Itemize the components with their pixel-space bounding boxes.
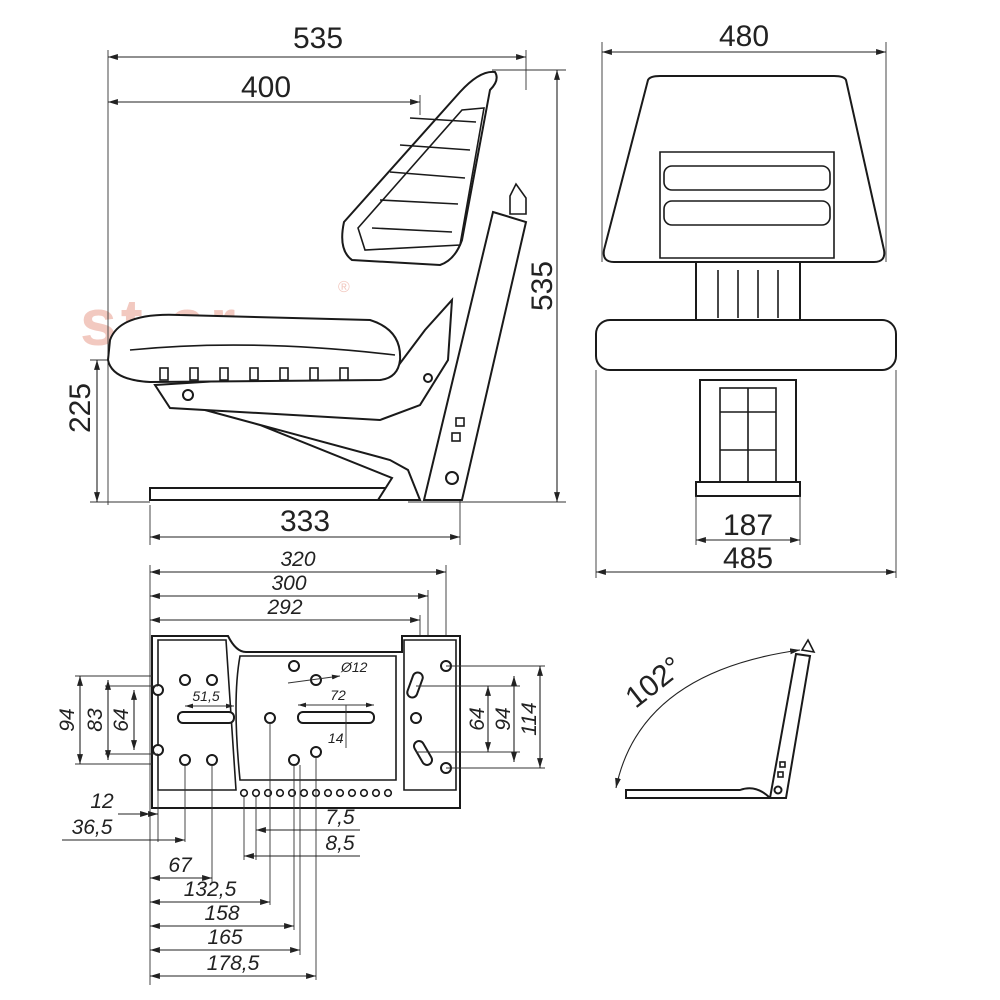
tilt-angle-arc bbox=[615, 648, 801, 789]
base-plate-view: 320 300 292 bbox=[56, 548, 545, 985]
post-slot bbox=[455, 417, 465, 427]
dim-300: 300 bbox=[271, 572, 306, 595]
adjust-knob bbox=[509, 182, 527, 215]
seat-cushion bbox=[106, 313, 402, 384]
backrest-pad-upper bbox=[663, 165, 831, 191]
dim-seat-height: 225 bbox=[64, 383, 97, 433]
dim-left-64: 64 bbox=[110, 708, 133, 731]
dim-158: 158 bbox=[204, 902, 239, 925]
dim-slot-length: 72 bbox=[330, 687, 346, 703]
dim-36-5: 36,5 bbox=[72, 816, 113, 839]
seat-seam bbox=[129, 344, 396, 356]
dim-292: 292 bbox=[266, 596, 302, 619]
dim-base-width: 187 bbox=[723, 509, 773, 542]
backrest-ribs bbox=[371, 117, 477, 233]
front-view: 480 187 485 bbox=[595, 20, 897, 578]
dim-slot-pitch: 51,5 bbox=[192, 688, 219, 704]
backrest-inner bbox=[357, 107, 485, 251]
dim-right-114: 114 bbox=[518, 702, 541, 735]
plate-left-panel bbox=[157, 639, 237, 791]
dim-12: 12 bbox=[90, 790, 114, 813]
dim-8-5: 8,5 bbox=[325, 832, 355, 855]
svg-text:®: ® bbox=[338, 279, 350, 296]
tilt-view: 102° bbox=[615, 638, 816, 799]
front-seat-cushion bbox=[595, 319, 897, 371]
backrest-pad-lower bbox=[663, 200, 831, 226]
dim-slot-width: 14 bbox=[328, 730, 344, 746]
dim-132-5: 132,5 bbox=[184, 878, 237, 901]
dim-left-83: 83 bbox=[84, 708, 107, 732]
front-backrest-panel bbox=[659, 151, 835, 259]
tilt-knob bbox=[800, 638, 816, 654]
suspension-base bbox=[695, 481, 801, 497]
plate-right-panel bbox=[403, 639, 457, 791]
column-ribs bbox=[717, 270, 779, 318]
dim-backrest-depth: 400 bbox=[241, 71, 291, 104]
dim-overall-height: 535 bbox=[526, 261, 559, 311]
dim-left-94: 94 bbox=[56, 708, 79, 731]
dim-base-length: 333 bbox=[280, 505, 330, 538]
side-view: 535 400 535 225 333 bbox=[64, 22, 566, 545]
dim-hole-dia: Ø12 bbox=[340, 659, 368, 675]
pivot-bolt bbox=[182, 389, 194, 401]
dim-178-5: 178,5 bbox=[207, 952, 260, 975]
tilt-post bbox=[768, 652, 812, 799]
seat-vents bbox=[159, 367, 349, 381]
front-backrest bbox=[602, 75, 886, 263]
dim-right-94: 94 bbox=[492, 707, 515, 730]
bracket-hole bbox=[423, 373, 433, 383]
backrest-column bbox=[695, 261, 801, 321]
post-slot bbox=[451, 432, 461, 442]
tilt-base bbox=[625, 787, 773, 799]
mounting-slots bbox=[177, 671, 433, 766]
dim-seat-width: 485 bbox=[723, 542, 773, 575]
dim-165: 165 bbox=[207, 926, 242, 949]
dim-overall-width: 535 bbox=[293, 22, 343, 55]
dim-backrest-width: 480 bbox=[719, 20, 769, 53]
dim-67: 67 bbox=[168, 854, 193, 877]
dim-tilt-angle: 102° bbox=[620, 650, 689, 714]
backrest-post bbox=[422, 210, 528, 501]
seat-bracket bbox=[153, 297, 454, 422]
post-bolt bbox=[445, 471, 459, 485]
dim-320: 320 bbox=[280, 548, 315, 571]
dim-7-5: 7,5 bbox=[325, 806, 355, 829]
side-base-rail bbox=[149, 487, 421, 501]
dim-right-64: 64 bbox=[466, 707, 489, 730]
row-holes bbox=[239, 788, 393, 798]
suspension-wedge bbox=[204, 409, 422, 501]
plate-center-panel bbox=[235, 655, 397, 781]
